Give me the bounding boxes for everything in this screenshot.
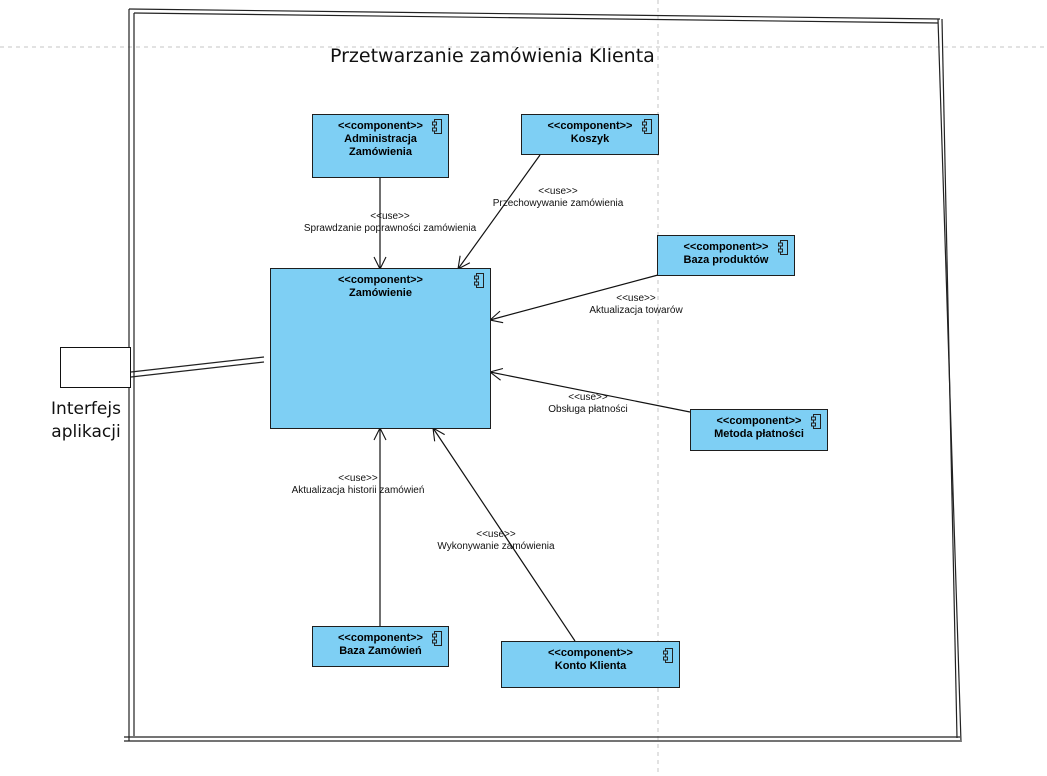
connection-stereotype: <<use>> [476,529,516,540]
interface-label: Interfejs aplikacji [51,398,121,444]
connection-label-metoda-platnosci: <<use>> Obsługa płatności [548,392,628,416]
component-name: Administracja Zamówienia [344,133,417,158]
component-koszyk[interactable]: <<component>> Koszyk [521,114,659,155]
component-icon [432,631,442,646]
component-stereotype: <<component>> [547,120,633,132]
connection-label: Obsługa płatności [548,404,628,415]
connection-label-baza-zamowien: <<use>> Aktualizacja historii zamówień [292,473,425,497]
diagram-title: Przetwarzanie zamówienia Klienta [330,45,655,67]
component-administracja-zamowienia[interactable]: <<component>> Administracja Zamówienia [312,114,449,178]
interface-box[interactable] [60,347,131,388]
component-name: Metoda płatności [714,428,804,440]
connection-label-konto-klienta: <<use>> Wykonywanie zamówienia [437,529,554,553]
connection-stereotype: <<use>> [338,473,378,484]
component-name: Koszyk [570,133,610,145]
component-icon [663,648,673,663]
arrow-metoda-platnosci [490,372,691,413]
component-stereotype: <<component>> [683,241,769,253]
connection-stereotype: <<use>> [568,392,608,403]
component-stereotype: <<component>> [338,274,423,286]
arrow-konto-klienta [433,428,576,642]
connection-label-administracja: <<use>> Sprawdzanie poprawności zamówien… [304,211,476,235]
interface-label-line1: Interfejs [51,399,121,419]
connection-stereotype: <<use>> [538,186,578,197]
component-baza-zamowien[interactable]: <<component>> Baza Zamówień [312,626,449,667]
arrow-baza-produktow [490,274,659,320]
component-stereotype: <<component>> [338,632,423,644]
component-icon [811,414,821,429]
connection-label-baza-produktow: <<use>> Aktualizacja towarów [589,293,682,317]
connection-stereotype: <<use>> [616,293,656,304]
component-icon [432,119,442,134]
connection-label-koszyk: <<use>> Przechowywanie zamówienia [493,186,624,210]
component-metoda-platnosci[interactable]: <<component>> Metoda płatności [690,409,828,451]
component-stereotype: <<component>> [716,415,802,427]
connection-label: Przechowywanie zamówienia [492,198,624,209]
component-konto-klienta[interactable]: <<component>> Konto Klienta [501,641,680,688]
component-name: Baza produktów [683,254,769,266]
connection-label: Aktualizacja historii zamówień [291,485,425,496]
interface-label-line2: aplikacji [51,422,121,442]
component-name: Baza Zamówień [339,645,422,657]
component-icon [778,240,788,255]
component-icon [642,119,652,134]
component-name: Zamówienie [349,287,412,299]
connection-label: Sprawdzanie poprawności zamówienia [303,223,477,234]
arrow-koszyk [458,154,541,269]
component-stereotype: <<component>> [548,647,633,659]
component-icon [474,273,484,288]
component-stereotype: <<component>> [338,120,423,132]
component-zamowienie[interactable]: <<component>> Zamówienie [270,268,491,429]
connection-label: Aktualizacja towarów [589,305,683,316]
connection-label: Wykonywanie zamówienia [437,541,555,552]
component-baza-produktow[interactable]: <<component>> Baza produktów [657,235,795,276]
connection-stereotype: <<use>> [370,211,410,222]
interface-connector [130,356,265,378]
component-name: Konto Klienta [554,660,627,672]
